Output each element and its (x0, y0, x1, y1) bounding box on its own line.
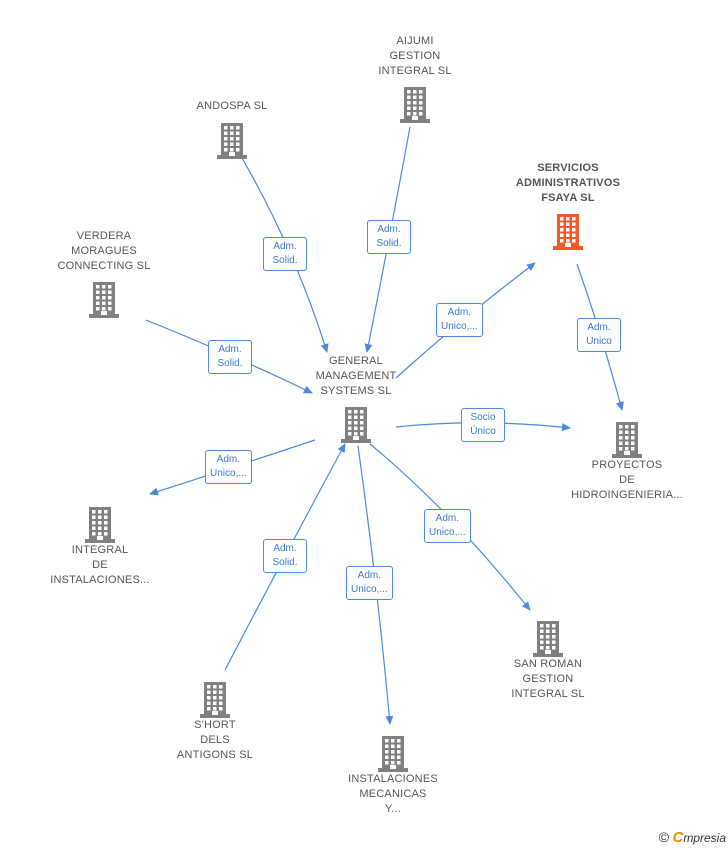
company-node-sanroman[interactable] (533, 618, 563, 660)
building-icon (553, 214, 583, 250)
building-icon (200, 682, 230, 718)
edge-role-label[interactable]: Adm. Solid. (208, 340, 252, 374)
edge-role-label[interactable]: Adm. Unico,... (346, 566, 393, 600)
brand-logo-text: mpresia (683, 831, 726, 845)
company-label-servicios[interactable]: SERVICIOS ADMINISTRATIVOS FSAYA SL (515, 162, 621, 204)
edge-role-label[interactable]: Adm. Unico,... (205, 450, 252, 484)
company-node-aijumi[interactable] (400, 84, 430, 126)
company-label-andospa[interactable]: ANDOSPA SL (196, 100, 268, 112)
company-label-sanroman[interactable]: SAN ROMAN GESTION INTEGRAL SL (511, 658, 585, 700)
company-node-servicios[interactable] (553, 211, 583, 253)
building-icon (612, 422, 642, 458)
footer-brand: © Cmpresia (659, 829, 726, 846)
company-label-verdera[interactable]: VERDERA MORAGUES CONNECTING SL (57, 230, 151, 272)
company-label-short[interactable]: S'HORT DELS ANTIGONS SL (176, 719, 254, 761)
building-icon (341, 407, 371, 443)
edge-role-label[interactable]: Adm. Unico (577, 318, 621, 352)
building-icon (378, 736, 408, 772)
edge-role-label[interactable]: Adm. Unico,... (436, 303, 483, 337)
company-node-integral[interactable] (85, 504, 115, 546)
company-node-gms[interactable] (341, 404, 371, 446)
company-label-integral[interactable]: INTEGRAL DE INSTALACIONES... (50, 544, 150, 586)
company-label-gms[interactable]: GENERAL MANAGEMENT SYSTEMS SL (315, 355, 397, 397)
edge-role-label[interactable]: Adm. Unico,... (424, 509, 471, 543)
building-icon (89, 282, 119, 318)
company-node-short[interactable] (200, 679, 230, 721)
company-node-instalaciones[interactable] (378, 733, 408, 775)
company-label-proyectos[interactable]: PROYECTOS DE HIDROINGENIERIA... (571, 459, 683, 501)
copyright-symbol: © (658, 829, 670, 845)
edge-role-label[interactable]: Socio Único (461, 408, 505, 442)
brand-logo-initial: C (672, 829, 684, 846)
company-node-proyectos[interactable] (612, 419, 642, 461)
building-icon (533, 621, 563, 657)
edge-role-label[interactable]: Adm. Solid. (367, 220, 411, 254)
building-icon (217, 123, 247, 159)
edge-role-label[interactable]: Adm. Solid. (263, 539, 307, 573)
company-node-verdera[interactable] (89, 279, 119, 321)
building-icon (85, 507, 115, 543)
edge-role-label[interactable]: Adm. Solid. (263, 237, 307, 271)
company-node-andospa[interactable] (217, 120, 247, 162)
company-label-instalaciones[interactable]: INSTALACIONES MECANICAS Y... (348, 773, 438, 815)
building-icon (400, 87, 430, 123)
company-label-aijumi[interactable]: AIJUMI GESTION INTEGRAL SL (378, 35, 452, 77)
